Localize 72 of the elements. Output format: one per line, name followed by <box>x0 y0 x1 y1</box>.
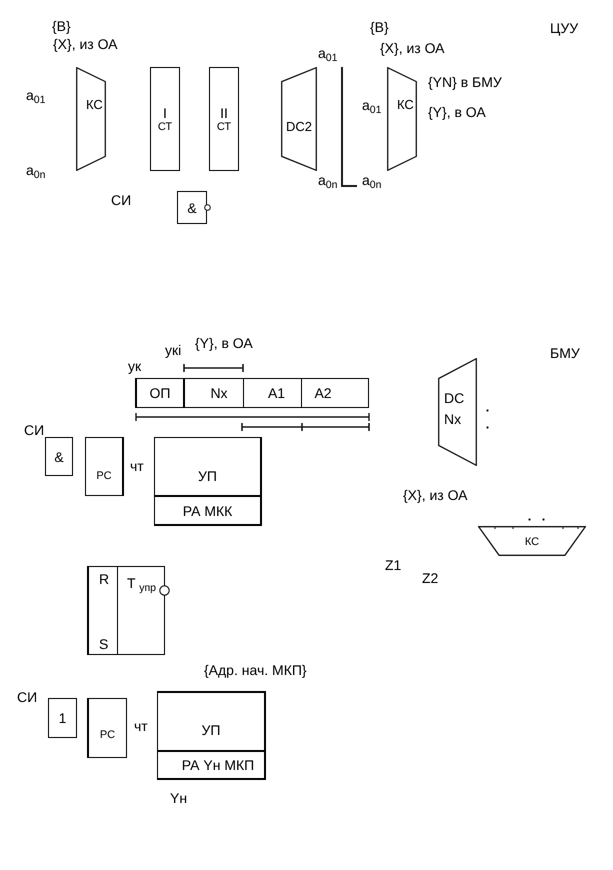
register-block <box>87 698 127 758</box>
block-label: РС <box>100 728 116 742</box>
signal-label: {Y}, в ОА <box>195 335 253 351</box>
signal-label: {Адр. нач. МКП} <box>204 662 307 678</box>
logic-block-trapezoid <box>478 526 586 556</box>
block-label: II <box>220 104 228 120</box>
block-label: R <box>99 571 110 587</box>
memory-block <box>154 437 262 497</box>
block-label: СТ <box>158 120 172 134</box>
block-label: I <box>163 104 167 120</box>
section-title: ЦУУ <box>550 20 578 36</box>
block-label: & <box>54 448 64 464</box>
signal-label: укi <box>165 342 182 358</box>
signal-label: {X}, из ОА <box>380 40 445 56</box>
decoder-trapezoid <box>438 358 477 466</box>
signal-label: a$_{01}$ <box>26 87 46 103</box>
signal-label: {X}, из ОА <box>403 487 468 503</box>
block-label: A2 <box>314 385 332 401</box>
signal-label: {B} <box>370 19 389 35</box>
logic-block-trapezoid <box>387 67 417 171</box>
block-label: СТ <box>216 120 232 134</box>
logic-block-trapezoid <box>76 67 106 171</box>
block-label: DC2 <box>286 119 312 135</box>
block-label: КС <box>86 97 103 113</box>
block-label: УП <box>202 722 220 738</box>
signal-label: СИ <box>24 422 44 438</box>
block-label: & <box>187 200 197 216</box>
signal-label: Yн <box>170 790 188 806</box>
register-field <box>243 378 302 408</box>
memory-block <box>157 691 266 752</box>
block-label: РС <box>96 470 112 483</box>
block-label: 1 <box>58 710 66 726</box>
signal-label: чт <box>130 458 144 474</box>
signal-label: a$_{0n}$ <box>362 172 382 188</box>
signal-label: Z2 <box>422 570 438 586</box>
signal-label: a$_{01}$ <box>318 45 338 61</box>
decoder-trapezoid <box>281 67 317 171</box>
signal-label: {B} <box>52 18 71 34</box>
section-title: БМУ <box>550 345 580 361</box>
counter-block <box>209 67 239 171</box>
signal-label: ук <box>128 358 142 374</box>
or-gate-block <box>48 698 77 738</box>
block-label: КС <box>397 97 414 113</box>
address-register-block <box>154 497 262 526</box>
register-field <box>184 378 244 408</box>
and-gate-block <box>177 191 207 224</box>
block-label: ОП <box>150 385 170 401</box>
block-label: Nx <box>210 385 228 401</box>
block-label: КС <box>524 536 540 549</box>
block-label: DC Nx <box>444 389 464 429</box>
block-label: РА МКК <box>182 502 232 518</box>
signal-label: {Y}, в ОА <box>428 104 486 120</box>
signal-label: Z1 <box>385 557 402 573</box>
register-field <box>135 378 185 408</box>
register-field <box>301 378 369 408</box>
register-block <box>85 437 124 496</box>
signal-label: {YN} в БМУ <box>428 74 502 90</box>
block-label: РА Yн МКП <box>182 757 254 773</box>
signal-label: чт <box>134 718 148 734</box>
signal-label: {X}, из ОА <box>53 36 118 52</box>
signal-label: СИ <box>111 192 132 208</box>
block-label: T $_{упр}$ <box>127 575 156 591</box>
signal-label: СИ <box>17 689 38 705</box>
block-label: УП <box>198 468 217 484</box>
and-gate-block <box>45 437 73 476</box>
signal-label: a$_{01}$ <box>362 97 382 113</box>
block-label: A1 <box>268 385 286 401</box>
signal-label: a$_{0n}$ <box>26 162 46 178</box>
signal-label: a$_{0n}$ <box>318 172 338 188</box>
block-label: S <box>99 636 108 652</box>
counter-block <box>150 67 180 171</box>
address-register-block <box>157 752 266 780</box>
